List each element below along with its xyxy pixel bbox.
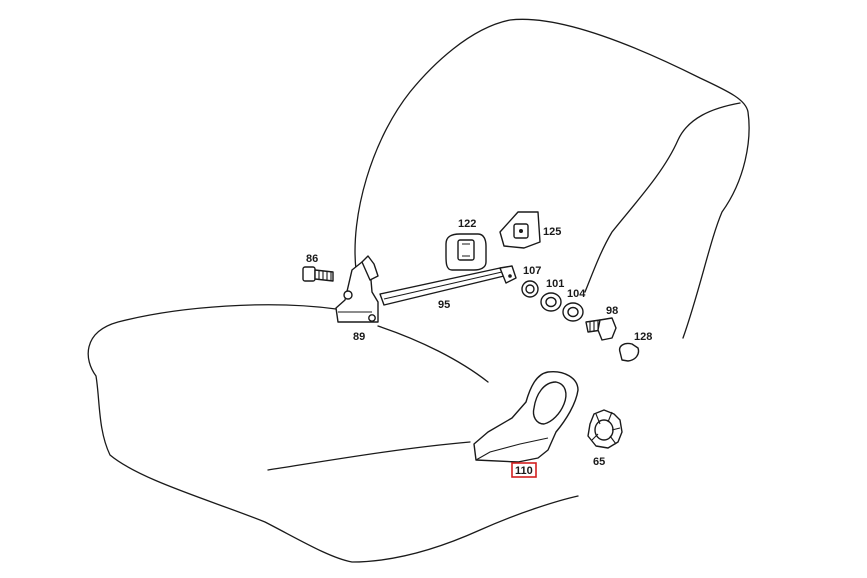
screw-98[interactable] <box>585 317 617 341</box>
part-label-98: 98 <box>606 305 618 317</box>
part-label-65: 65 <box>593 456 605 468</box>
part-label-86: 86 <box>306 253 318 265</box>
part-label-110[interactable]: 110 <box>515 465 533 477</box>
cap-125[interactable] <box>499 211 541 249</box>
cushion-outline <box>87 304 579 563</box>
part-label-95: 95 <box>438 299 450 311</box>
part-label-122: 122 <box>458 218 476 230</box>
backrest-outline <box>354 18 750 339</box>
part-label-107: 107 <box>523 265 541 277</box>
clip-122[interactable] <box>445 233 487 271</box>
washer-104[interactable] <box>562 302 584 322</box>
part-label-89: 89 <box>353 331 365 343</box>
washer-107[interactable] <box>521 280 539 298</box>
part-label-104: 104 <box>567 288 586 300</box>
cushion-seam <box>267 441 471 471</box>
highlight-box-110 <box>511 462 537 478</box>
part-label-125: 125 <box>543 226 561 238</box>
part-label-101: 101 <box>546 278 564 290</box>
cushion-rear-edge <box>377 325 489 383</box>
hinge-bracket-89[interactable] <box>335 255 379 323</box>
trim-strip-95[interactable] <box>379 265 517 306</box>
bolt-86[interactable] <box>302 266 334 282</box>
lever-trim-110[interactable] <box>473 371 579 463</box>
knob-65[interactable] <box>587 409 623 449</box>
backrest-front-edge <box>584 102 741 293</box>
part-label-128: 128 <box>634 331 652 343</box>
end-cap-128[interactable] <box>618 342 640 362</box>
nut-101[interactable] <box>540 292 562 312</box>
